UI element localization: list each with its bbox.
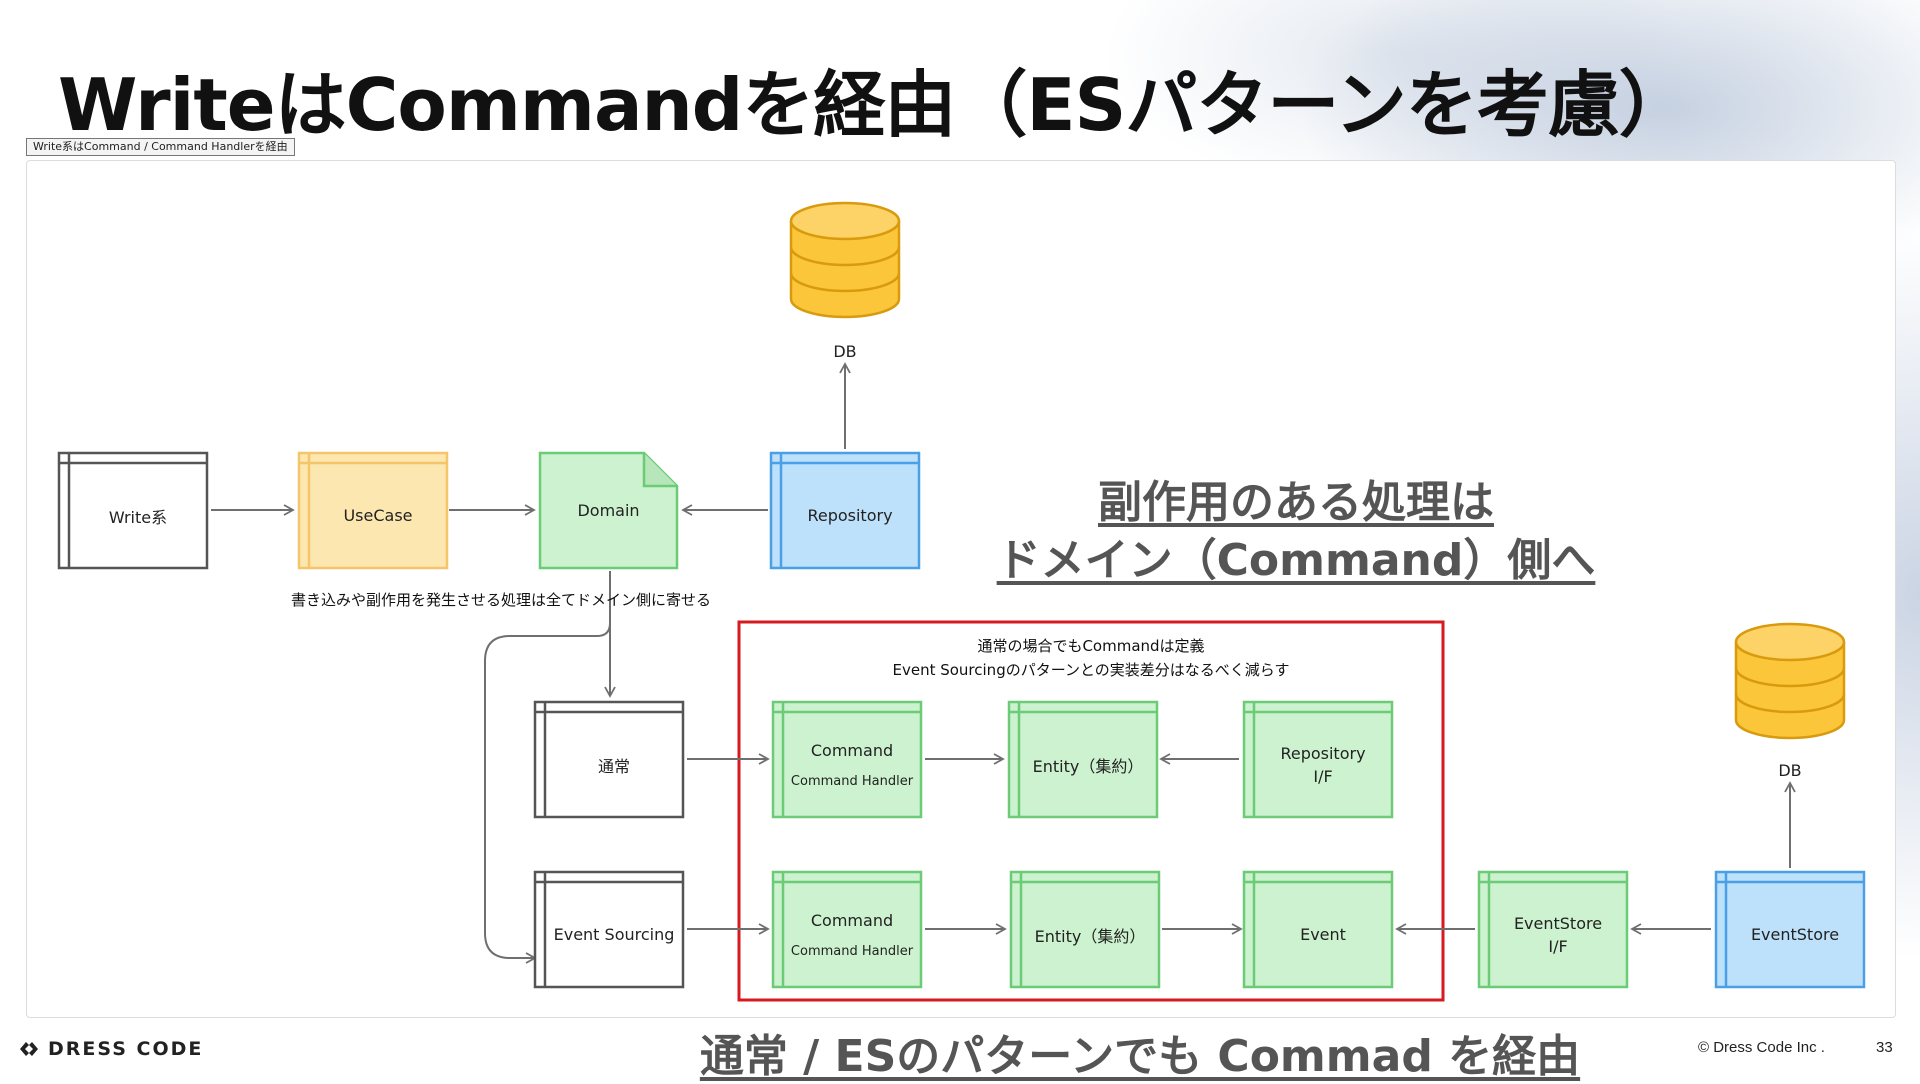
eventstore-node-shape [1714,870,1866,989]
usecase-node-label: UseCase [343,506,413,525]
eventstore-if-node-shape [1477,870,1629,989]
domain-note: 書き込みや副作用を発生させる処理は全てドメイン側に寄せる [291,591,712,609]
repo-if-node: Repository I/F [1254,712,1392,817]
command1-node-label: Command [810,740,894,760]
bottom-caption: 通常 / ESのパターンでも Commad を経由 [699,1031,1581,1082]
eventstore-if-node: EventStore I/F [1489,882,1627,987]
normal-node: 通常 [545,712,683,817]
red-box-note-line1: 通常の場合でもCommandは定義 [977,637,1205,655]
db-top-icon [789,201,901,319]
usecase-node-shape [297,451,449,570]
diagram-panel: Write系 UseCase Domain Repository DB 通常 E… [26,160,1896,1018]
entity1-node-label: Entity（集約） [1032,756,1144,776]
copyright-text: © Dress Code Inc . [1698,1039,1825,1056]
eventstore-node-label: EventStore [1750,925,1840,944]
red-group-box [737,620,1445,1002]
connectors [211,362,1796,964]
event-node-shape [1242,870,1394,989]
entity2-node-label: Entity（集約） [1034,926,1146,946]
db-right-label: DB [1778,760,1802,780]
repo-if-node-label-2: I/F [1313,766,1333,786]
write-node: Write系 [69,463,207,568]
command1-node-sublabel: Command Handler [790,773,914,789]
entity1-node: Entity（集約） [1019,712,1157,817]
write-node-label: Write系 [108,507,168,527]
event-sourcing-node: Event Sourcing [545,882,683,987]
callout-line-2: ドメイン（Command）側へ [996,535,1596,586]
page-number: 33 [1876,1039,1893,1056]
normal-node-label: 通常 [597,756,630,776]
event-node-label: Event [1300,925,1346,944]
callout-line-1: 副作用のある処理は [1098,477,1494,528]
brand-logo: DRESS CODE [18,1038,203,1060]
command2-node-shape [771,870,923,989]
entity2-node-shape [1009,870,1161,989]
command2-node-sublabel: Command Handler [790,943,914,959]
eventstore-if-node-label-2: I/F [1548,936,1568,956]
domain-node: Domain [540,453,677,568]
event-sourcing-node-label: Event Sourcing [553,925,675,944]
repo-if-node-label-1: Repository [1280,743,1366,763]
db-right-icon [1734,622,1846,740]
normal-node-shape [533,700,685,819]
command1-node: Command Command Handler [783,712,921,817]
write-node-shape [57,451,209,570]
repository-node-label: Repository [807,506,893,525]
arrow-domain-to-event-sourcing [484,601,611,964]
repo-if-node-shape [1242,700,1394,819]
red-box-note-line2: Event Sourcingのパターンとの実装差分はなるべく減らす [892,661,1290,679]
command2-node: Command Command Handler [783,882,921,987]
white-nodes [57,451,685,989]
db-right-label-box: DB [1740,758,1840,782]
usecase-node: UseCase [309,463,447,568]
command1-node-shape [771,700,923,819]
repository-node-shape [769,451,921,570]
repository-node: Repository [781,463,919,568]
dress-code-logo-icon [20,1042,38,1056]
entity2-node: Entity（集約） [1021,882,1159,987]
eventstore-node: EventStore [1726,882,1864,987]
green-nodes [771,700,1629,989]
slide-title: WriteはCommandを経由（ESパターンを考慮） [58,63,1691,147]
entity1-node-shape [1007,700,1159,819]
db-top-label-box: DB [795,339,895,363]
event-sourcing-node-shape [533,870,685,989]
brand-name: DRESS CODE [48,1038,204,1060]
eventstore-if-node-label-1: EventStore [1513,913,1603,933]
db-top-label: DB [833,341,857,361]
domain-node-label: Domain [577,501,640,520]
side-effect-callout: 副作用のある処理は ドメイン（Command）側へ [946,474,1646,590]
diagram-svg [57,201,1866,1002]
command2-node-label: Command [810,910,894,930]
event-node: Event [1254,882,1392,987]
domain-node-shape [538,451,679,570]
diagram-caption-tag: Write系はCommand / Command Handlerを経由 [26,138,295,156]
